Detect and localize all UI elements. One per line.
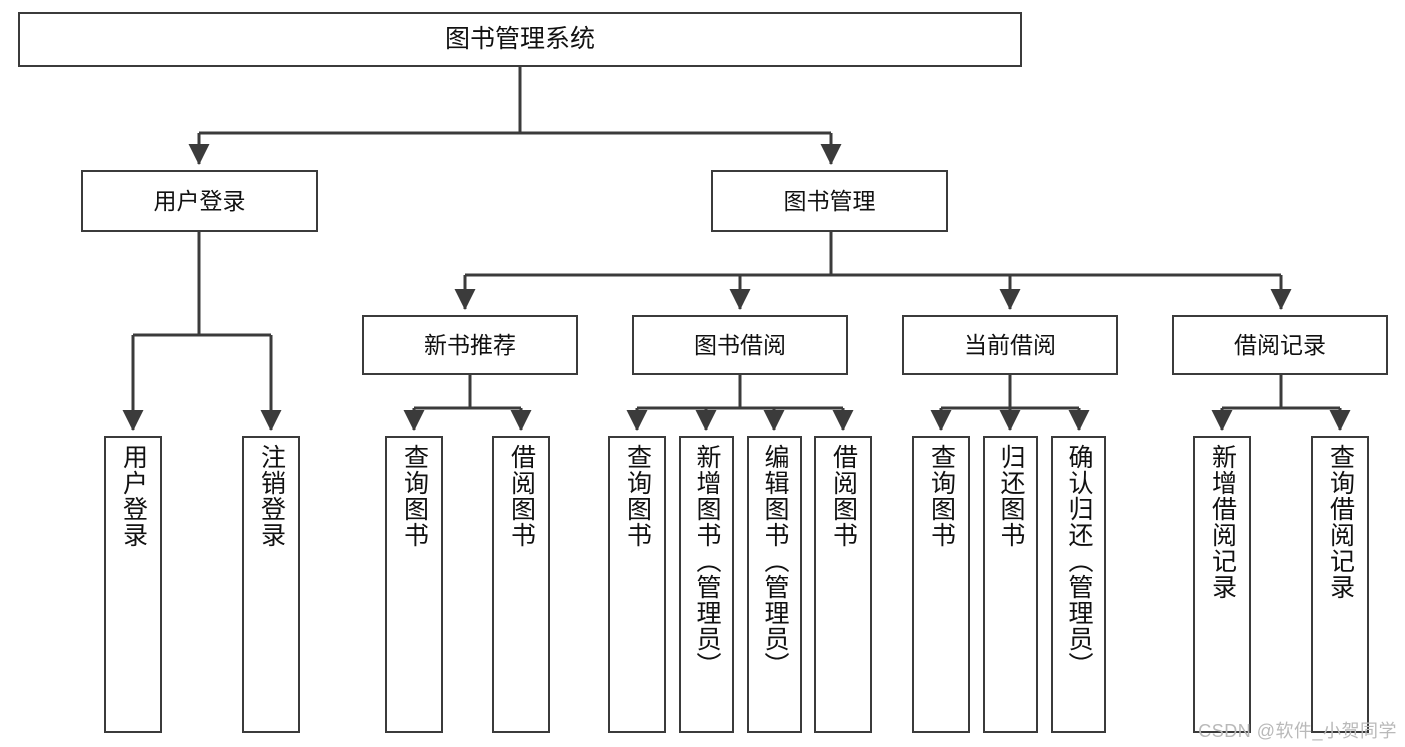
node-leaf-query-book-rec-label: 查询图书 xyxy=(400,444,429,548)
node-current-borrow-label: 当前借阅 xyxy=(964,331,1056,358)
node-book-manage-label: 图书管理 xyxy=(783,187,876,214)
node-leaf-borrow-book[interactable]: 借阅图书 xyxy=(814,436,872,733)
node-leaf-add-book-admin-label: 新增图书（管理员） xyxy=(693,444,721,678)
node-leaf-add-book-admin[interactable]: 新增图书（管理员） xyxy=(679,436,734,733)
csdn-watermark: CSDN @软件_小贺同学 xyxy=(1198,721,1397,741)
node-leaf-logout-label: 注销登录 xyxy=(257,444,286,548)
node-new-book-rec-label: 新书推荐 xyxy=(424,331,516,358)
node-leaf-query-book[interactable]: 查询图书 xyxy=(608,436,666,733)
node-leaf-edit-book-admin[interactable]: 编辑图书（管理员） xyxy=(747,436,802,733)
node-root-label: 图书管理系统 xyxy=(444,25,595,54)
node-leaf-return-book-label: 归还图书 xyxy=(997,444,1025,548)
node-leaf-user-login-label: 用户登录 xyxy=(119,444,148,548)
node-leaf-query-book-current[interactable]: 查询图书 xyxy=(912,436,970,733)
node-leaf-return-book[interactable]: 归还图书 xyxy=(983,436,1038,733)
node-root[interactable]: 图书管理系统 xyxy=(18,12,1022,67)
node-leaf-borrow-book-rec-label: 借阅图书 xyxy=(507,444,536,548)
node-user-login-label: 用户登录 xyxy=(153,187,246,214)
node-leaf-edit-book-admin-label: 编辑图书（管理员） xyxy=(761,444,789,678)
node-leaf-confirm-return-admin-label: 确认归还（管理员） xyxy=(1065,444,1093,678)
node-leaf-user-login[interactable]: 用户登录 xyxy=(104,436,162,733)
node-current-borrow[interactable]: 当前借阅 xyxy=(902,315,1118,375)
node-leaf-query-borrow-record-label: 查询借阅记录 xyxy=(1326,444,1355,600)
node-leaf-query-borrow-record[interactable]: 查询借阅记录 xyxy=(1311,436,1369,733)
node-new-book-rec[interactable]: 新书推荐 xyxy=(362,315,578,375)
node-borrow-record-label: 借阅记录 xyxy=(1234,331,1326,358)
node-borrow-record[interactable]: 借阅记录 xyxy=(1172,315,1388,375)
node-book-borrow-label: 图书借阅 xyxy=(694,331,786,358)
node-leaf-query-book-current-label: 查询图书 xyxy=(927,444,956,548)
node-book-manage[interactable]: 图书管理 xyxy=(711,170,948,232)
node-leaf-borrow-book-rec[interactable]: 借阅图书 xyxy=(492,436,550,733)
node-leaf-add-borrow-record[interactable]: 新增借阅记录 xyxy=(1193,436,1251,733)
node-book-borrow[interactable]: 图书借阅 xyxy=(632,315,848,375)
node-leaf-logout[interactable]: 注销登录 xyxy=(242,436,300,733)
node-leaf-confirm-return-admin[interactable]: 确认归还（管理员） xyxy=(1051,436,1106,733)
node-leaf-add-borrow-record-label: 新增借阅记录 xyxy=(1208,444,1237,600)
node-leaf-borrow-book-label: 借阅图书 xyxy=(829,444,858,548)
node-user-login[interactable]: 用户登录 xyxy=(81,170,318,232)
node-leaf-query-book-rec[interactable]: 查询图书 xyxy=(385,436,443,733)
node-leaf-query-book-label: 查询图书 xyxy=(623,444,652,548)
